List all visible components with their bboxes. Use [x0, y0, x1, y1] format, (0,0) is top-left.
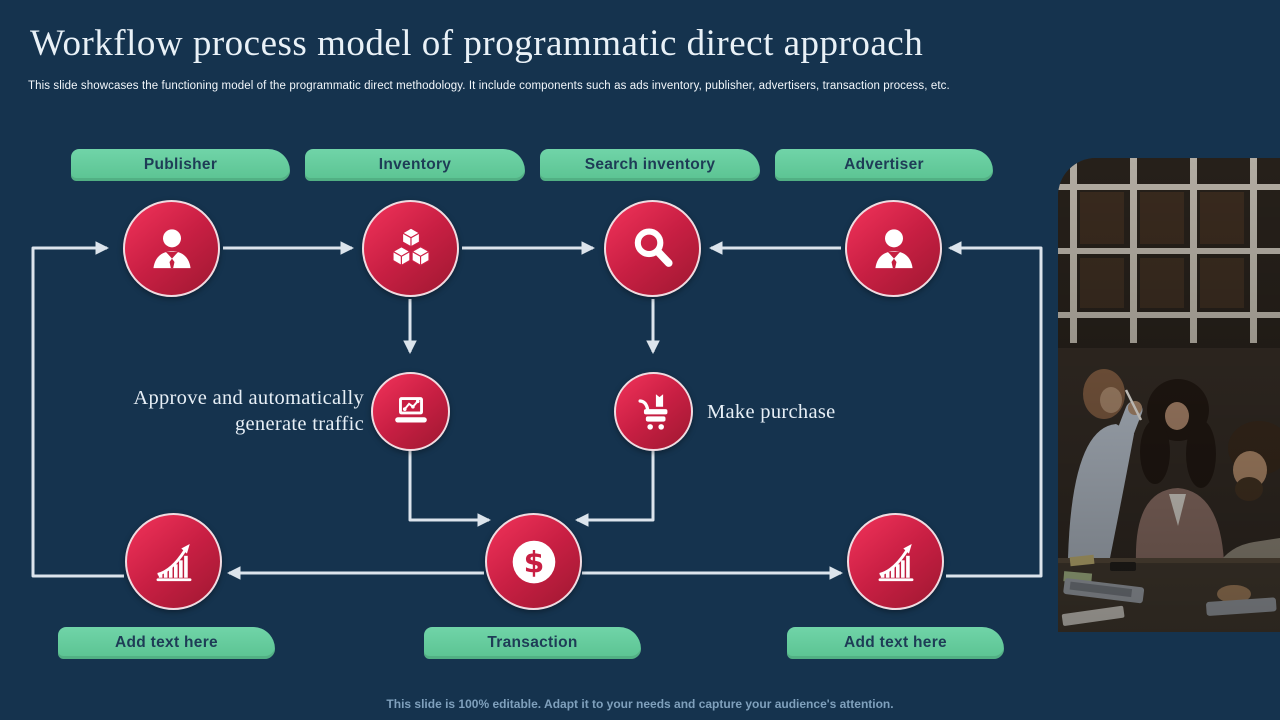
cubes-icon — [391, 227, 430, 266]
page-title: Workflow process model of programmatic d… — [30, 23, 924, 64]
growth-chart-icon — [156, 543, 191, 581]
businessman-icon — [152, 228, 191, 268]
node-advertiser — [845, 200, 942, 297]
arrow-traffic-to-transaction — [408, 450, 492, 527]
annotation-approve-traffic: Approve and automatically generate traff… — [133, 387, 364, 435]
footer-note: This slide is 100% editable. Adapt it to… — [386, 697, 894, 711]
label-add-text-right[interactable]: Add text here — [787, 627, 1004, 659]
node-generate-traffic — [371, 372, 450, 451]
svg-text:$: $ — [523, 545, 544, 580]
annotation-make-purchase: Make purchase — [707, 401, 836, 423]
cart-icon — [637, 393, 667, 430]
magnifier-icon — [634, 228, 673, 267]
node-publisher — [123, 200, 220, 297]
label-publisher[interactable]: Publisher — [71, 149, 290, 181]
label-add-text-left[interactable]: Add text here — [58, 627, 275, 659]
label-inventory[interactable]: Inventory — [305, 149, 525, 181]
node-search-inventory — [604, 200, 701, 297]
growth-chart-icon — [878, 543, 913, 581]
arrow-growth-to-publisher — [31, 241, 124, 578]
node-inventory — [362, 200, 459, 297]
slide-subtitle: This slide showcases the functioning mod… — [28, 80, 950, 92]
dollar-icon: $ — [512, 540, 555, 583]
office-photo — [1058, 158, 1280, 632]
node-advertiser-growth — [847, 513, 944, 610]
businessman-icon — [874, 228, 913, 268]
arrow-purchase-to-transaction — [574, 450, 655, 527]
laptop-chart-icon — [394, 396, 427, 423]
node-make-purchase — [614, 372, 693, 451]
label-transaction[interactable]: Transaction — [424, 627, 641, 659]
label-advertiser[interactable]: Advertiser — [775, 149, 993, 181]
node-publisher-growth — [125, 513, 222, 610]
office-photo-illustration — [1058, 158, 1280, 632]
arrow-growth-to-advertiser — [946, 241, 1043, 578]
node-transaction: $ — [485, 513, 582, 610]
label-search-inventory[interactable]: Search inventory — [540, 149, 760, 181]
